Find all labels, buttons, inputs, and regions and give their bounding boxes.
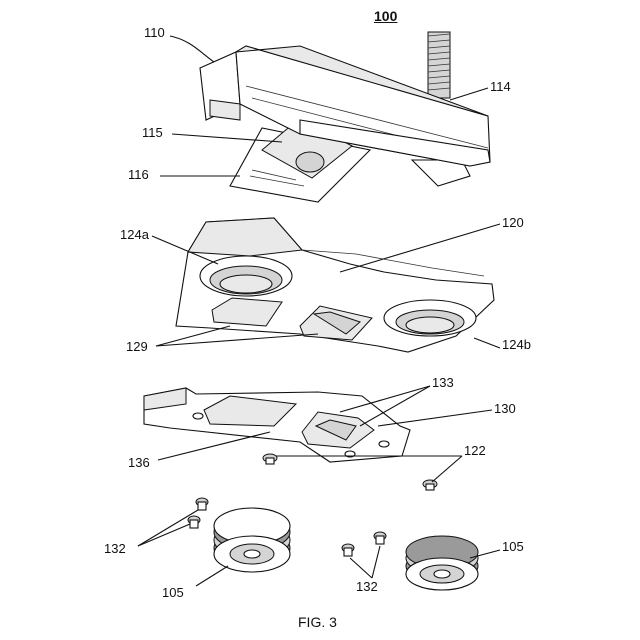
screw-122-left [263,454,277,464]
label-133: 133 [432,376,454,390]
screw-122-right [423,480,437,490]
label-120: 120 [502,216,524,230]
label-110: 110 [144,26,165,40]
threaded-bolt [428,32,450,98]
screws-132-left [188,498,208,528]
label-124a: 124a [120,228,149,242]
label-122: 122 [464,444,486,458]
label-114: 114 [490,80,511,94]
screws-132-right [342,532,386,556]
label-132-right: 132 [356,580,378,594]
figure-caption: FIG. 3 [298,614,337,630]
label-130: 130 [494,402,516,416]
base-plate-part [144,388,410,462]
label-124b: 124b [502,338,531,352]
wheel-105-right [406,536,478,590]
label-116: 116 [128,168,149,182]
middle-frame-part [176,218,494,352]
assembly-reference-label: 100 [374,8,397,24]
label-105-right: 105 [502,540,524,554]
label-132-left: 132 [104,542,126,556]
wheel-105-left [214,508,290,572]
label-115: 115 [142,126,163,140]
label-129: 129 [126,340,148,354]
label-105-left: 105 [162,586,184,600]
label-136: 136 [128,456,150,470]
upper-housing-part [200,32,490,202]
